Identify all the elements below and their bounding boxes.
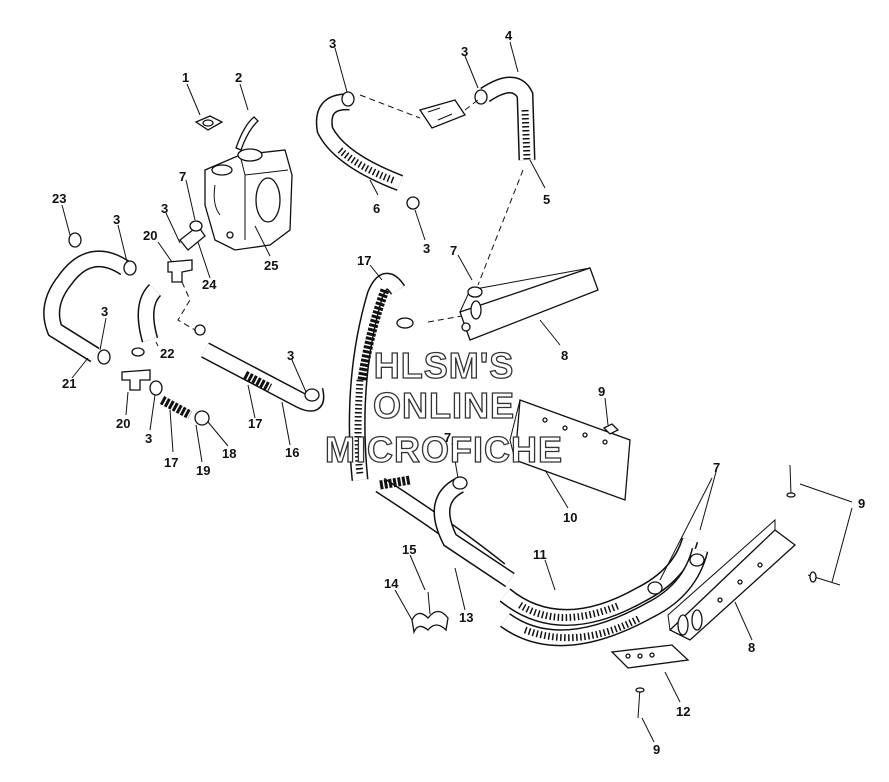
coolant-reservoir bbox=[204, 148, 293, 251]
upper-hose-6 bbox=[315, 93, 404, 191]
leader-dash bbox=[359, 94, 421, 119]
watermark-line-3: MICROFICHE bbox=[325, 429, 563, 470]
hose-22 bbox=[137, 283, 162, 343]
callout-3: 3 bbox=[423, 241, 430, 256]
rivets-9 bbox=[635, 464, 841, 719]
callout-17: 17 bbox=[357, 253, 371, 268]
callout-3: 3 bbox=[145, 431, 152, 446]
callout-8: 8 bbox=[748, 640, 755, 655]
callout-16: 16 bbox=[285, 445, 299, 460]
callout-12: 12 bbox=[676, 704, 690, 719]
callout-9: 9 bbox=[653, 742, 660, 757]
reservoir-cap bbox=[194, 115, 224, 131]
callout-11: 11 bbox=[533, 547, 547, 562]
hose-21 bbox=[43, 250, 130, 363]
tee-fitting-20 bbox=[121, 259, 193, 391]
callout-7: 7 bbox=[450, 243, 457, 258]
callout-23: 23 bbox=[52, 191, 66, 206]
callout-7: 7 bbox=[444, 430, 451, 445]
clamps-left bbox=[68, 220, 320, 426]
callout-3: 3 bbox=[113, 212, 120, 227]
callout-22: 22 bbox=[160, 346, 174, 361]
callout-2: 2 bbox=[235, 70, 242, 85]
callout-3: 3 bbox=[329, 36, 336, 51]
callout-24: 24 bbox=[202, 277, 217, 292]
hose-11 bbox=[499, 537, 709, 647]
callout-17: 17 bbox=[164, 455, 178, 470]
clamp bbox=[689, 553, 705, 567]
callout-18: 18 bbox=[222, 446, 236, 461]
leader-dash bbox=[477, 169, 524, 286]
callout-15: 15 bbox=[402, 542, 416, 557]
rivet-9 bbox=[602, 423, 620, 435]
leader-lines bbox=[61, 41, 853, 743]
bracket-8-upper bbox=[459, 267, 599, 341]
clamps-upper bbox=[341, 89, 488, 210]
callout-3: 3 bbox=[161, 201, 168, 216]
watermark-line-2: ONLINE bbox=[373, 385, 515, 426]
leader-dash bbox=[427, 315, 463, 323]
screw-15 bbox=[427, 591, 431, 615]
hose-7-curve bbox=[433, 477, 515, 588]
clamp bbox=[452, 476, 468, 490]
callout-1: 1 bbox=[182, 70, 189, 85]
callout-10: 10 bbox=[563, 510, 577, 525]
upper-hose-4 bbox=[480, 76, 536, 161]
callout-14: 14 bbox=[384, 576, 399, 591]
callout-7: 7 bbox=[713, 460, 720, 475]
callout-20: 20 bbox=[143, 228, 157, 243]
vent-tube bbox=[235, 116, 259, 151]
plate-12 bbox=[610, 644, 690, 669]
callout-17: 17 bbox=[248, 416, 262, 431]
callout-numbers: 1 2 3 3 4 5 6 3 7 23 3 20 3 24 25 17 7 8… bbox=[52, 28, 865, 757]
callout-8: 8 bbox=[561, 348, 568, 363]
watermark-line-1: HLSM'S bbox=[374, 345, 515, 386]
callout-13: 13 bbox=[459, 610, 473, 625]
leader-dash bbox=[464, 99, 479, 111]
callout-7: 7 bbox=[179, 169, 186, 184]
long-hose-17 bbox=[348, 272, 406, 481]
callout-4: 4 bbox=[505, 28, 513, 43]
callout-19: 19 bbox=[196, 463, 210, 478]
callout-20: 20 bbox=[116, 416, 130, 431]
callout-9: 9 bbox=[858, 496, 865, 511]
callout-3: 3 bbox=[287, 348, 294, 363]
clamp bbox=[647, 581, 663, 595]
callout-3: 3 bbox=[101, 304, 108, 319]
bracket-10 bbox=[509, 399, 631, 501]
callout-3: 3 bbox=[461, 44, 468, 59]
callout-6: 6 bbox=[373, 201, 380, 216]
bracket-8-lower bbox=[667, 518, 797, 641]
leader-dash bbox=[177, 281, 196, 331]
callout-5: 5 bbox=[543, 192, 550, 207]
hose-24 bbox=[179, 225, 206, 251]
pipe-fitting bbox=[418, 99, 466, 129]
callout-9: 9 bbox=[598, 384, 605, 399]
watermark: HLSM'S ONLINE MICROFICHE bbox=[324, 344, 563, 470]
corrugated-hose-17 bbox=[159, 396, 193, 419]
callout-25: 25 bbox=[264, 258, 278, 273]
clamp bbox=[396, 317, 414, 329]
clip-14 bbox=[411, 610, 449, 635]
callout-21: 21 bbox=[62, 376, 76, 391]
